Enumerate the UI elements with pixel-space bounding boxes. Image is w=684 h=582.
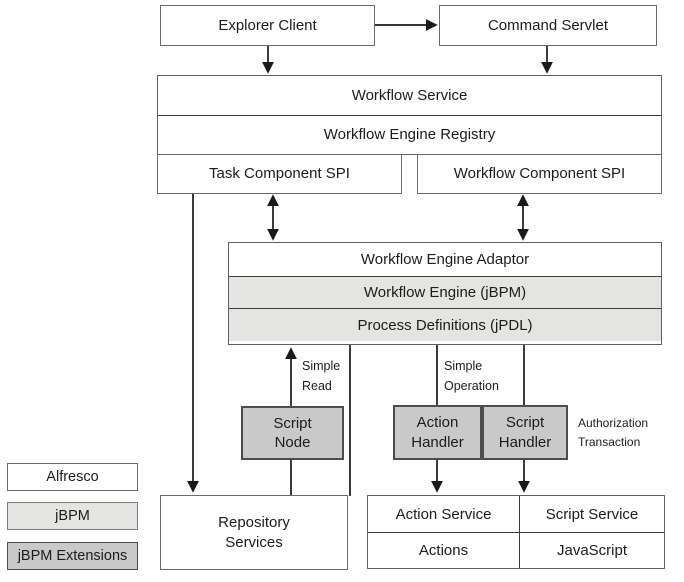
- box-javascript: JavaScript: [519, 532, 664, 568]
- legend-item-jbpm-extensions: jBPM Extensions: [7, 542, 138, 570]
- box-workflow-service: Workflow Service: [351, 87, 468, 104]
- box-task-component-spi: Task Component SPI: [157, 154, 402, 194]
- box-workflow-component-spi: Workflow Component SPI: [417, 154, 662, 194]
- workflow-engine-adaptor-stack: Workflow Engine Adaptor Workflow Engine …: [228, 242, 662, 345]
- label-simple-read: Simple Read: [302, 359, 341, 393]
- legend-item-alfresco: Alfresco: [7, 463, 138, 491]
- service-grid: Action Service Script Service Actions Ja…: [367, 495, 665, 569]
- box-process-definitions-jpdl: Process Definitions (jPDL): [229, 308, 661, 341]
- box-repository-services: Repository Services: [160, 495, 348, 570]
- legend-item-jbpm: jBPM: [7, 502, 138, 530]
- workflow-service-stack: Workflow Service Workflow Engine Registr…: [157, 75, 662, 155]
- box-script-handler: Script Handler: [482, 405, 568, 460]
- label-simple-operation: Simple Operation: [444, 359, 499, 393]
- label-authorization-transaction: Authorization Transaction: [578, 416, 649, 450]
- box-script-service: Script Service: [519, 496, 664, 532]
- box-explorer-client: Explorer Client: [160, 5, 375, 46]
- box-action-handler: Action Handler: [393, 405, 482, 460]
- box-script-node: Script Node: [241, 406, 344, 460]
- box-command-servlet: Command Servlet: [439, 5, 657, 46]
- box-actions: Actions: [368, 532, 519, 568]
- box-workflow-engine-registry: Workflow Engine Registry: [158, 115, 661, 153]
- box-action-service: Action Service: [395, 505, 492, 523]
- box-workflow-engine-jbpm: Workflow Engine (jBPM): [229, 276, 661, 308]
- box-workflow-engine-adaptor: Workflow Engine Adaptor: [360, 251, 530, 268]
